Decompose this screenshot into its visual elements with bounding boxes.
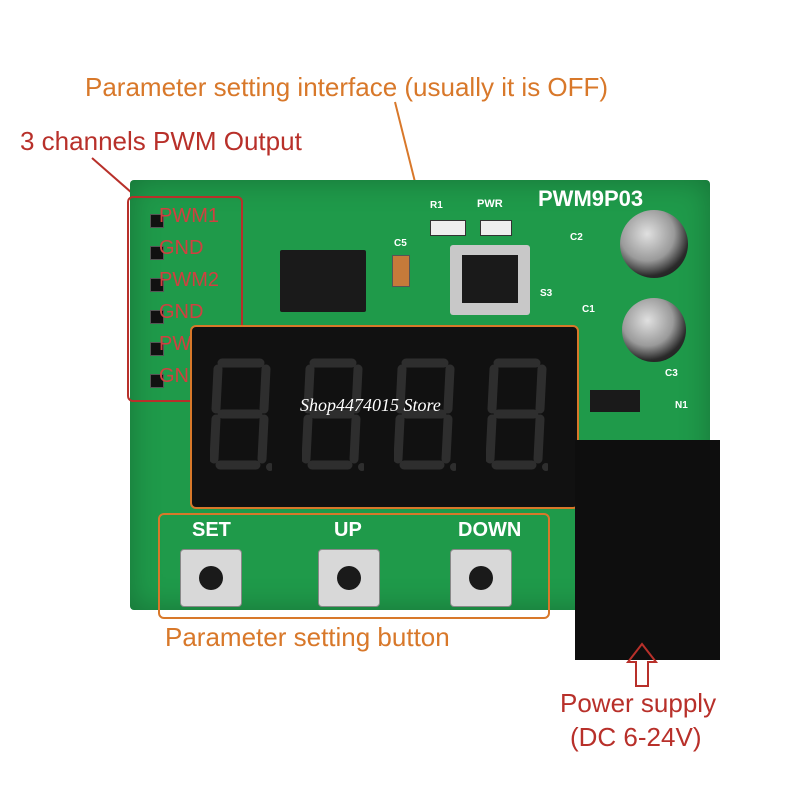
pin-label-2: GND xyxy=(159,237,204,259)
set-button[interactable] xyxy=(180,549,242,607)
s3-marking: S3 xyxy=(540,288,553,299)
dc-power-jack xyxy=(575,440,720,660)
pwm-output-annotation: 3 channels PWM Output xyxy=(20,126,302,156)
c5-marking: C5 xyxy=(394,238,407,249)
capacitor-c5 xyxy=(392,255,410,287)
set-button-label: SET xyxy=(192,519,231,541)
up-arrow-icon xyxy=(625,642,659,687)
n1-marking: N1 xyxy=(675,400,688,411)
display-digit xyxy=(301,355,366,473)
store-watermark: Shop4474015 Store xyxy=(300,395,441,415)
display-digit xyxy=(393,355,458,473)
capacitor-c2 xyxy=(620,210,688,278)
pin-label-4: GND xyxy=(159,301,204,323)
down-button-label: DOWN xyxy=(458,519,522,541)
pwr-marking: PWR xyxy=(477,198,503,210)
seven-segment-display: Shop4474015 Store xyxy=(190,325,579,509)
board-model: PWM9P03 xyxy=(538,186,644,211)
c2-marking: C2 xyxy=(570,232,583,243)
r1-marking: R1 xyxy=(430,200,443,211)
display-digit xyxy=(209,355,274,473)
display-digit xyxy=(485,355,550,473)
pin-label-3: PWM2 xyxy=(159,269,219,291)
c3-marking: C3 xyxy=(665,368,678,379)
resistor-r1 xyxy=(430,220,466,236)
pin-label-1: PWM1 xyxy=(159,205,219,227)
down-button[interactable] xyxy=(450,549,512,607)
transistor-n1 xyxy=(590,390,640,412)
up-button-label: UP xyxy=(334,519,362,541)
capacitor-c1 xyxy=(622,298,686,362)
voltage-regulator xyxy=(450,245,530,315)
pin-header xyxy=(148,210,168,400)
button-group-box: SET UP DOWN xyxy=(158,513,550,619)
up-button[interactable] xyxy=(318,549,380,607)
power-annotation-line1: Power supply xyxy=(560,688,717,718)
button-annotation: Parameter setting button xyxy=(165,622,450,652)
c1-marking: C1 xyxy=(582,304,595,315)
power-annotation-line2: (DC 6-24V) xyxy=(570,722,702,752)
interface-annotation: Parameter setting interface (usually it … xyxy=(85,72,609,102)
pwr-led xyxy=(480,220,512,236)
ic-chip xyxy=(280,250,366,312)
